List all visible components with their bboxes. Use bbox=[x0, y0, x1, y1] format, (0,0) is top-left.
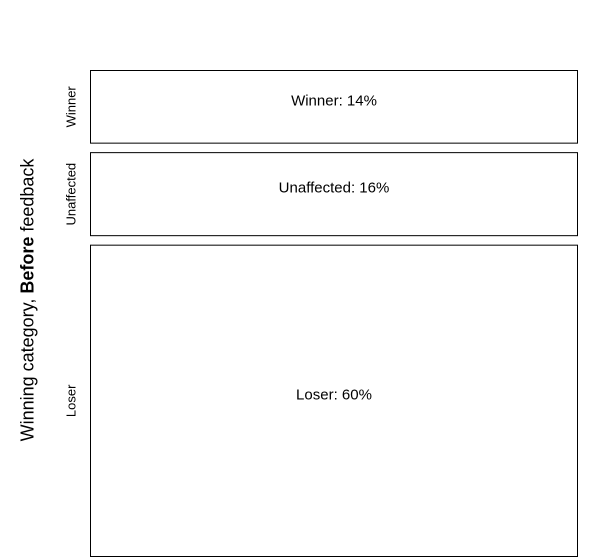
data-label-winner: Winner: 14% bbox=[291, 92, 377, 109]
data-label-loser: Loser: 60% bbox=[296, 386, 372, 403]
mosaic-box-loser bbox=[90, 244, 578, 558]
category-tick-unaffected: Unaffected bbox=[64, 163, 79, 226]
category-tick-winner: Winner bbox=[64, 86, 79, 128]
mosaic-box-winner bbox=[90, 70, 578, 144]
category-tick-loser: Loser bbox=[64, 384, 79, 417]
data-label-unaffected: Unaffected: 16% bbox=[279, 180, 390, 197]
mosaic-box-unaffected bbox=[90, 152, 578, 237]
